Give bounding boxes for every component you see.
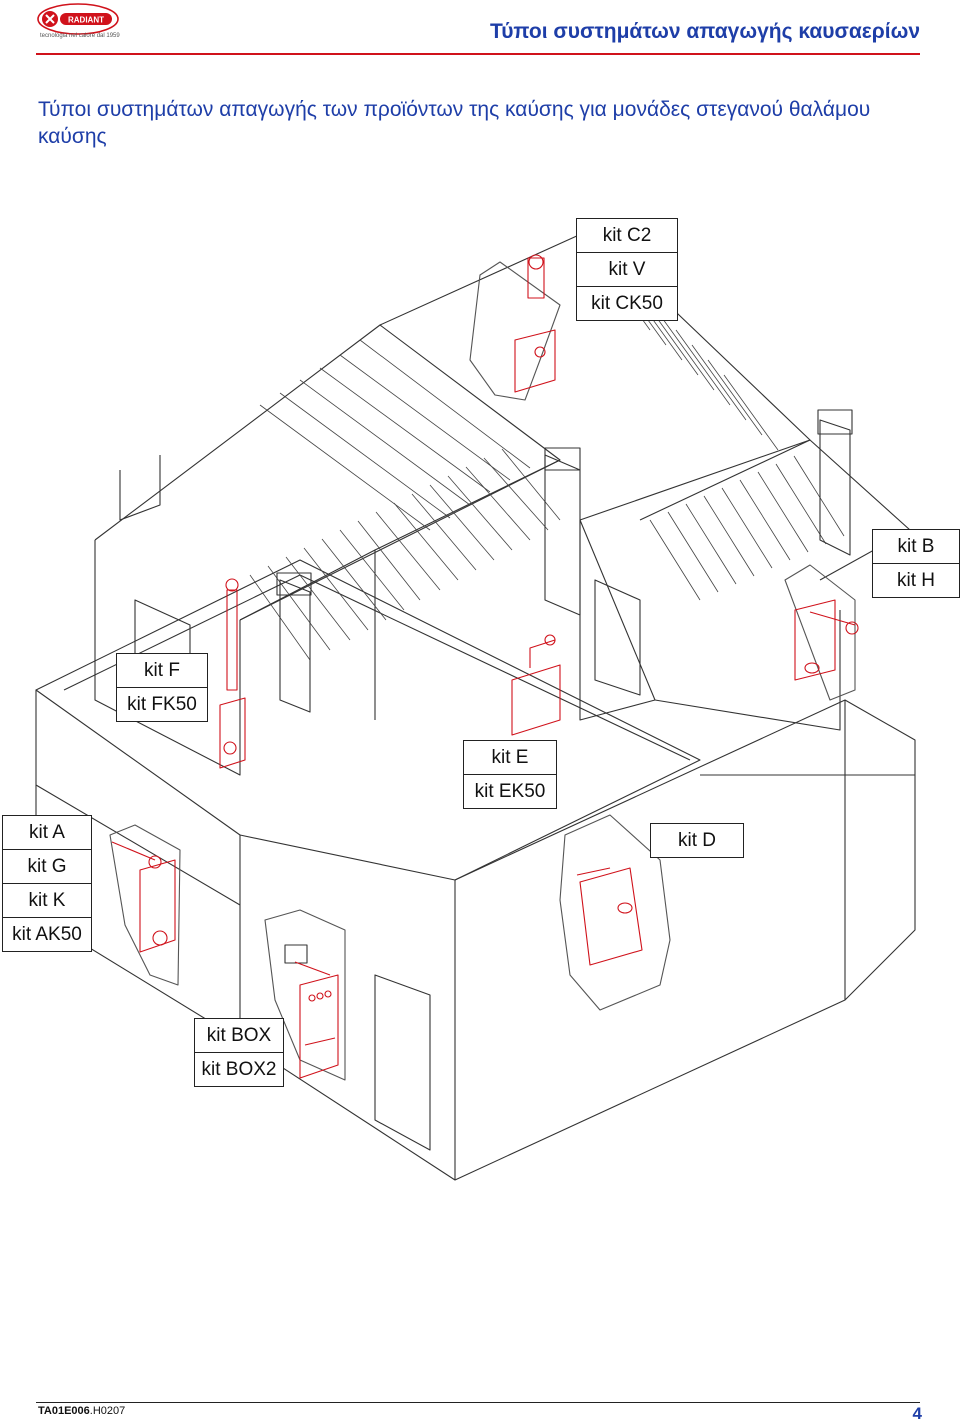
label-kit-d: kit D xyxy=(678,830,716,851)
label-kit-h: kit H xyxy=(873,563,959,597)
section-heading: Τύποι συστημάτων απαγωγής των προϊόντων … xyxy=(38,98,871,148)
roof-tiles xyxy=(249,254,845,661)
label-kit-v: kit V xyxy=(577,252,677,286)
label-kit-k: kit K xyxy=(3,883,91,917)
label-kit-c2: kit C2 xyxy=(602,225,652,246)
footer-rule xyxy=(36,1402,920,1403)
label-kit-b: kit B xyxy=(897,536,935,557)
radiant-logo: RADIANT xyxy=(37,3,119,35)
label-kit-f: kit F xyxy=(144,660,180,681)
label-box-kit-b: kit B kit H xyxy=(872,529,960,598)
label-box-kit-a: kit A kit G kit K kit AK50 xyxy=(2,815,92,952)
label-kit-box2: kit BOX2 xyxy=(195,1052,283,1086)
document-code: TA01E006.H0207 xyxy=(38,1405,125,1417)
label-box-kit-box: kit BOX kit BOX2 xyxy=(194,1018,284,1087)
logo-brand: RADIANT xyxy=(68,16,104,25)
label-kit-ek50: kit EK50 xyxy=(464,774,556,808)
logo-tagline: tecnologia nel calore dal 1959 xyxy=(40,33,120,39)
label-kit-box: kit BOX xyxy=(206,1025,272,1046)
label-kit-g: kit G xyxy=(3,849,91,883)
document-code-suffix: .H0207 xyxy=(89,1405,126,1417)
label-kit-a: kit A xyxy=(29,822,65,843)
header-title: Τύποι συστημάτων απαγωγής καυσαερίων xyxy=(489,20,920,43)
header-rule xyxy=(36,53,920,55)
label-kit-ck50: kit CK50 xyxy=(577,286,677,320)
label-kit-ak50: kit AK50 xyxy=(3,917,91,951)
page-number: 4 xyxy=(912,1404,922,1422)
label-box-kit-f: kit F kit FK50 xyxy=(116,653,208,722)
label-kit-e: kit E xyxy=(491,747,529,768)
document-code-main: TA01E006 xyxy=(38,1405,90,1417)
boilers xyxy=(111,254,859,1079)
label-box-kit-e: kit E kit EK50 xyxy=(463,740,557,809)
house-flue-drawing xyxy=(35,229,916,1181)
label-box-kit-c2: kit C2 kit V kit CK50 xyxy=(576,218,678,321)
label-kit-fk50: kit FK50 xyxy=(117,687,207,721)
label-box-kit-d: kit D xyxy=(650,823,744,858)
chimneys xyxy=(276,409,853,713)
wall-cutaways xyxy=(109,261,856,1081)
